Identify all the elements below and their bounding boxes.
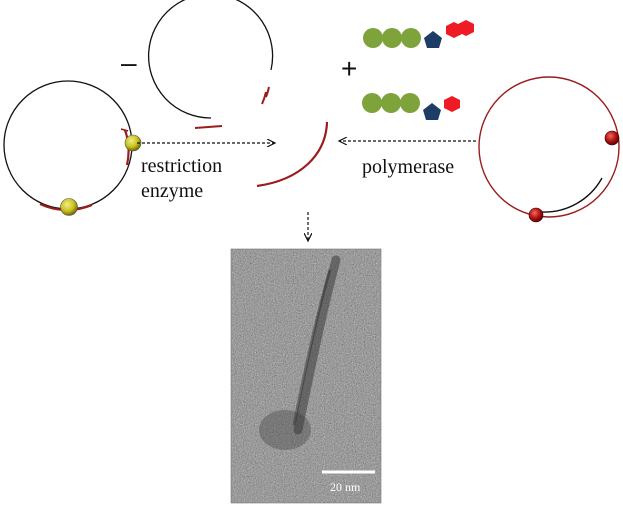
polymerase-label: polymerase bbox=[362, 156, 454, 178]
hexagon-icon bbox=[444, 96, 460, 112]
scale-bar-label: 20 nm bbox=[330, 480, 361, 494]
pentagon-icon bbox=[423, 103, 441, 120]
plus-sign: + bbox=[341, 53, 357, 84]
red-nanoparticle bbox=[528, 207, 544, 223]
restriction-label: restriction bbox=[141, 155, 222, 177]
red-nanoparticle bbox=[604, 130, 620, 146]
scale-bar: 20 nm bbox=[322, 470, 375, 494]
hexagon-icon bbox=[458, 20, 474, 36]
enzyme-label: enzyme bbox=[141, 180, 203, 202]
nucleotide-chain-lower bbox=[362, 93, 460, 120]
left-circular-dna bbox=[3, 80, 142, 216]
removed-fragment-circle bbox=[147, 0, 274, 129]
product-dna-strand bbox=[256, 121, 329, 188]
right-circular-dna bbox=[478, 76, 620, 223]
pentagon-icon bbox=[424, 31, 442, 48]
tem-micrograph bbox=[231, 249, 381, 503]
nucleotide-chain-upper bbox=[363, 20, 474, 48]
gold-nanoparticle bbox=[124, 134, 142, 152]
minus-sign: – bbox=[121, 47, 137, 78]
nanostructure-rod bbox=[293, 255, 341, 435]
gold-nanoparticle bbox=[60, 198, 78, 216]
